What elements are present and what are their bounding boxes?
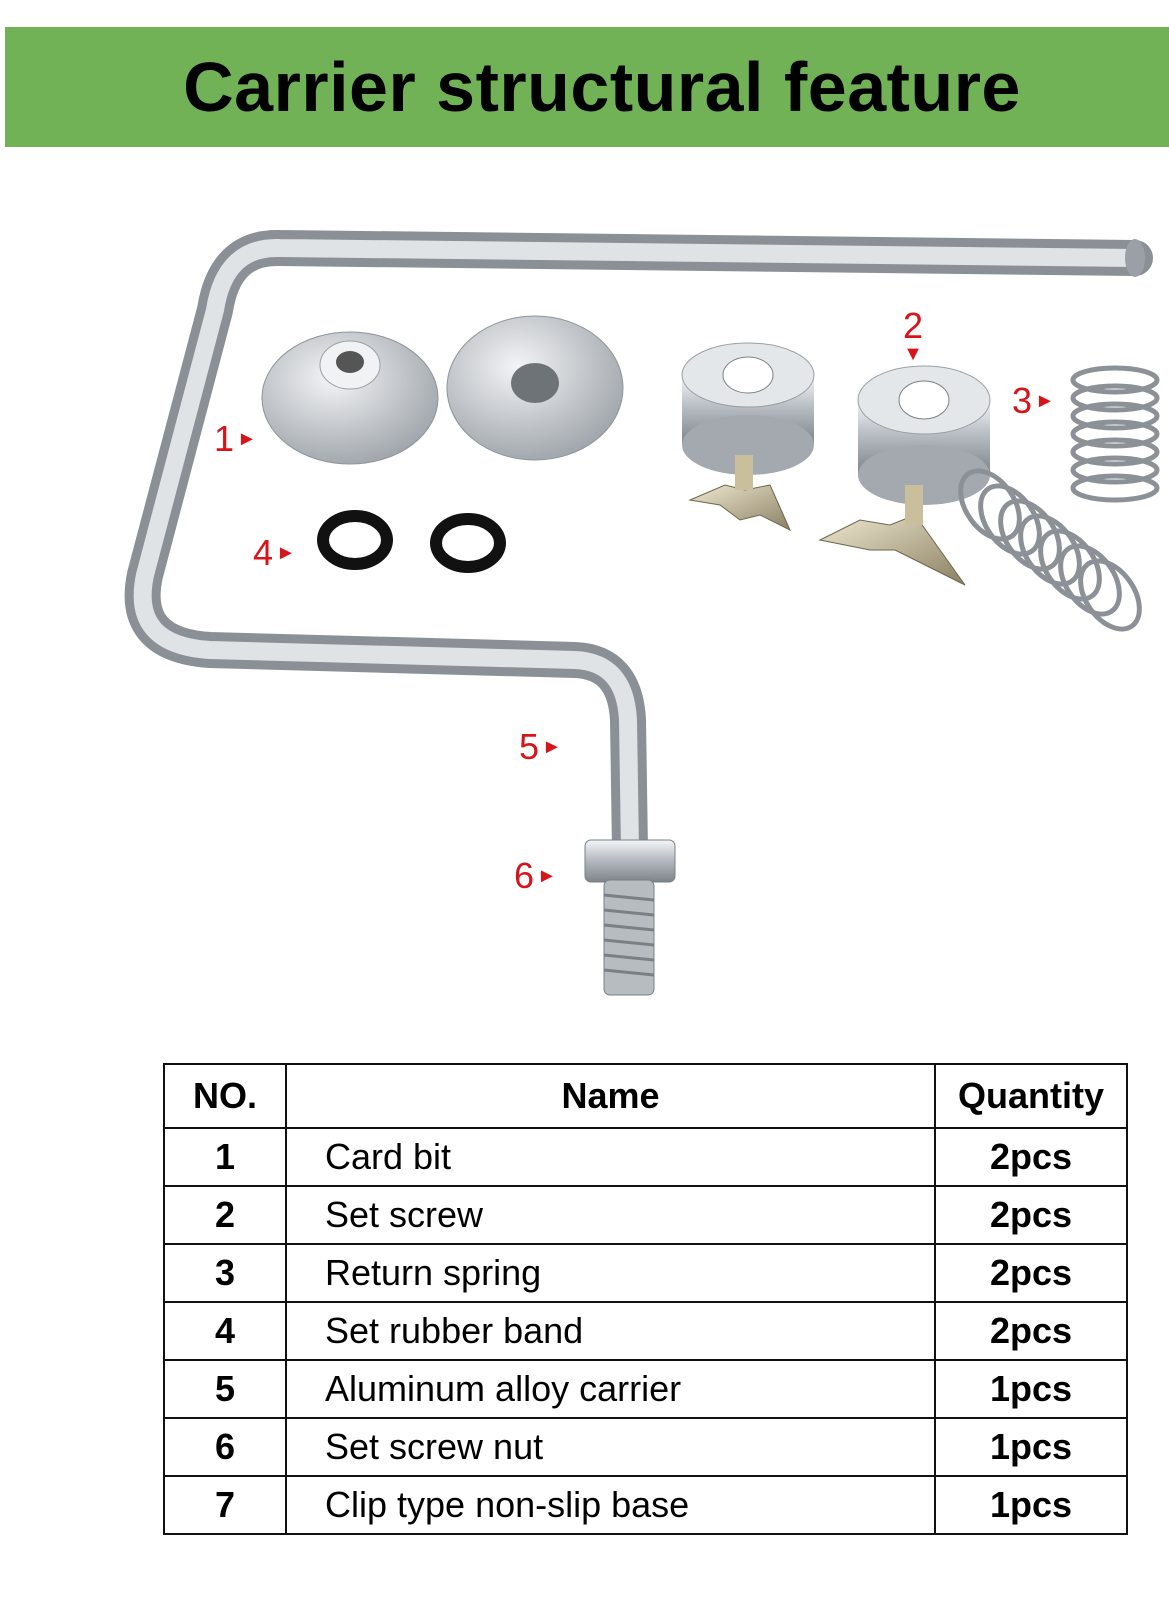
return-spring-upright [1070,365,1160,503]
threaded-bolt [603,879,655,996]
row-quantity: 2pcs [934,1301,1128,1361]
rubber-band-2 [430,513,506,573]
callout-5: 5► [519,726,562,767]
row-no: 7 [163,1475,287,1535]
set-screw-nut [584,839,676,883]
row-no: 4 [163,1301,287,1361]
row-quantity: 1pcs [934,1475,1128,1535]
rubber-band-1 [317,510,393,570]
row-name: Set rubber band [285,1301,936,1361]
callout-4: 4► [253,532,296,573]
set-screw-collar-2 [818,365,991,586]
title-banner: Carrier structural feature [5,27,1169,147]
table-row: 1 Card bit 2pcs [163,1127,1128,1187]
row-quantity: 1pcs [934,1359,1128,1419]
table-row: 5 Aluminum alloy carrier 1pcs [163,1359,1128,1419]
return-spring-lying [958,468,1142,632]
card-bit-disc [446,315,624,461]
row-name: Set screw [285,1185,936,1245]
row-name: Set screw nut [285,1417,936,1477]
row-name: Card bit [285,1127,936,1187]
row-no: 6 [163,1417,287,1477]
page-title: Carrier structural feature [183,48,1021,126]
aluminum-carrier-rod [124,229,1153,868]
table-row: 4 Set rubber band 2pcs [163,1301,1128,1361]
header-quantity: Quantity [934,1063,1128,1129]
set-screw-collar-1 [681,342,815,532]
product-photo [124,229,1160,996]
table-header-row: NO. Name Quantity [163,1063,1128,1129]
header-name: Name [285,1063,936,1129]
row-name: Return spring [285,1243,936,1303]
row-name: Aluminum alloy carrier [285,1359,936,1419]
row-quantity: 2pcs [934,1185,1128,1245]
callout-6: 6► [514,855,557,896]
row-name: Clip type non-slip base [285,1475,936,1535]
table-row: 7 Clip type non-slip base 1pcs [163,1475,1128,1535]
card-bit-cone [261,331,439,465]
row-quantity: 2pcs [934,1243,1128,1303]
parts-table: NO. Name Quantity 1 Card bit 2pcs 2 Set … [163,1063,1128,1535]
callout-1: 1► [214,418,257,459]
row-no: 3 [163,1243,287,1303]
callout-3: 3► [1012,380,1055,421]
header-no: NO. [163,1063,287,1129]
row-quantity: 2pcs [934,1127,1128,1187]
row-no: 1 [163,1127,287,1187]
row-no: 2 [163,1185,287,1245]
callout-2: 2▼ [903,305,924,365]
table-row: 2 Set screw 2pcs [163,1185,1128,1245]
table-row: 6 Set screw nut 1pcs [163,1417,1128,1477]
row-quantity: 1pcs [934,1417,1128,1477]
row-no: 5 [163,1359,287,1419]
table-row: 3 Return spring 2pcs [163,1243,1128,1303]
